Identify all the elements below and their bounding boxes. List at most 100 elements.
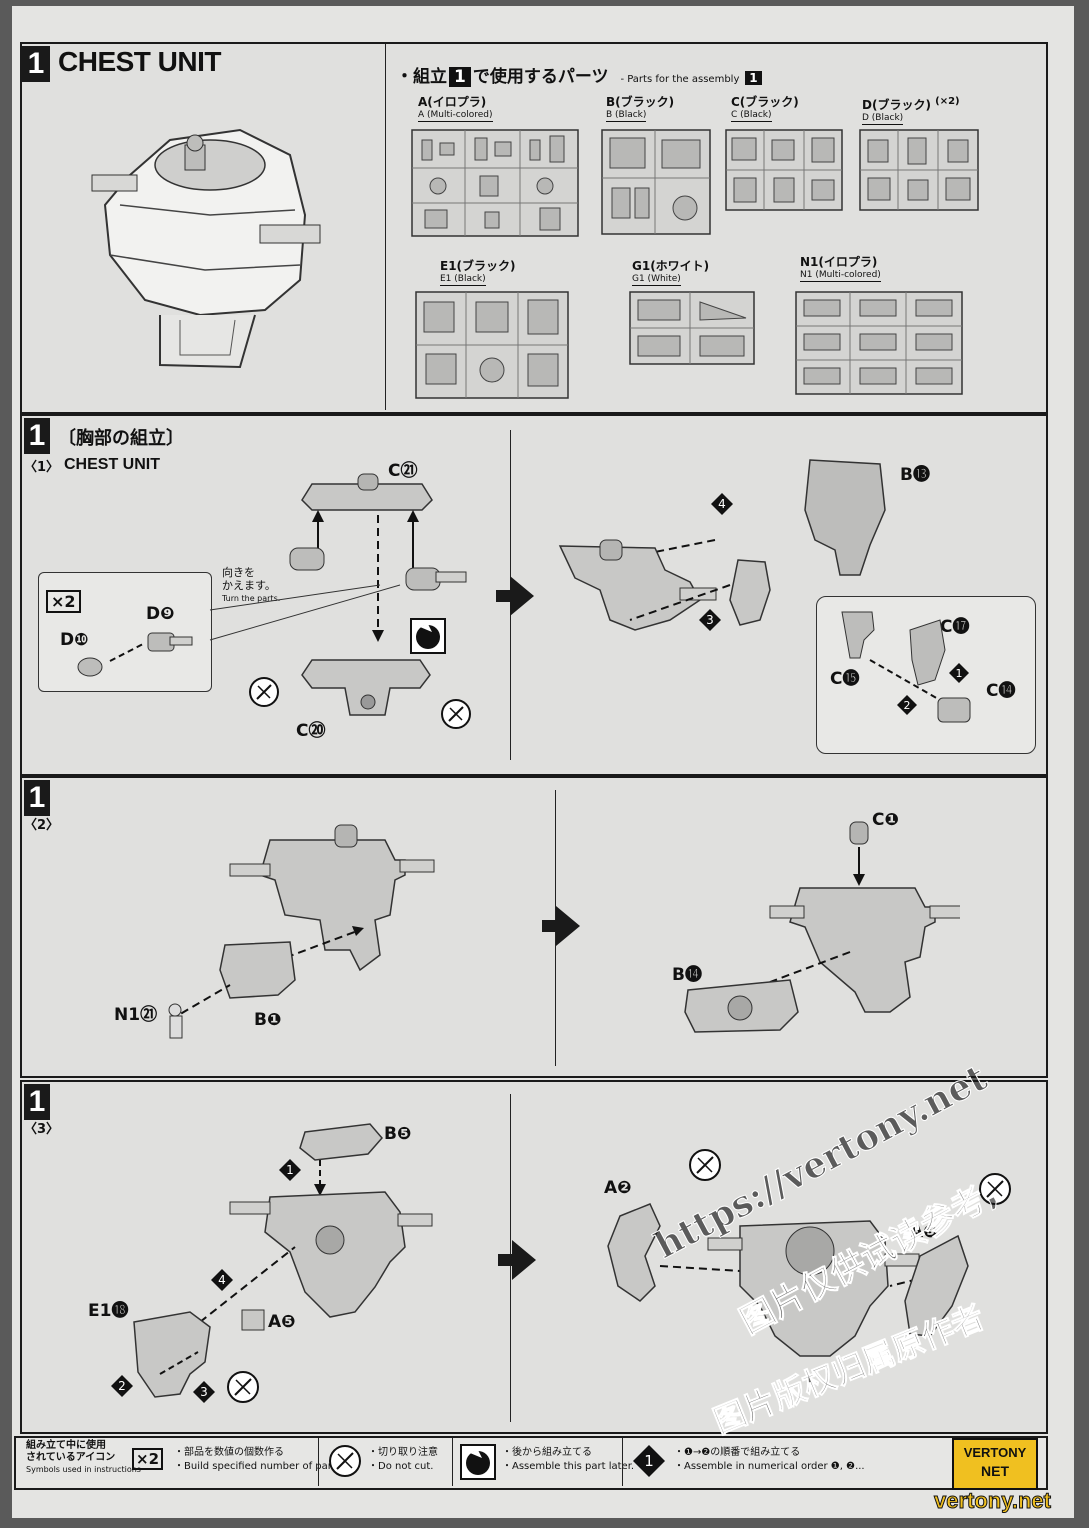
label-c1: C❶ xyxy=(872,810,899,830)
label-b13: B⓭ xyxy=(900,465,930,485)
step-1-assembly-left xyxy=(209,473,467,716)
legend-title: 組み立て中に使用 されているアイコン Symbols used in instr… xyxy=(26,1440,141,1474)
vertony-site-text: vertony.net xyxy=(934,1488,1052,1514)
top-divider xyxy=(385,44,386,410)
section-number: 1 xyxy=(22,46,50,82)
x2-icon: ×2 xyxy=(132,1448,164,1470)
order-marker: 3 xyxy=(699,609,721,631)
legend-later-text: ・後から組み立てる・Assemble this part later. xyxy=(502,1447,635,1472)
order-marker: 1 xyxy=(279,1159,301,1181)
chest-unit-illustration xyxy=(91,128,321,369)
icon-legend xyxy=(14,1436,1048,1490)
parts-header-en: - Parts for the assembly xyxy=(620,74,740,85)
label-n1: N1㉑ xyxy=(114,1005,158,1025)
order-icon: 1 xyxy=(633,1445,665,1477)
sprue-d-runner xyxy=(859,129,979,211)
order-marker: 1 xyxy=(949,663,969,683)
step-3-sub: 〈3〉 xyxy=(24,1122,60,1137)
turn-parts-note: 向きをかえます。 Turn the parts. xyxy=(222,566,281,603)
legend-sep xyxy=(452,1438,453,1486)
order-marker: 4 xyxy=(711,493,733,515)
sprue-b-label: B(ブラック)B (Black) xyxy=(606,95,675,122)
sprue-g1-runner xyxy=(629,291,755,365)
label-e1: E1⓲ xyxy=(88,1301,129,1321)
label-b1: B❶ xyxy=(254,1010,282,1030)
parts-header-number: 1 xyxy=(449,67,471,87)
label-c14: C⓮ xyxy=(986,681,1016,701)
svg-text:3: 3 xyxy=(706,613,714,627)
sprue-n1-runner xyxy=(795,291,963,395)
step-1-inset-box xyxy=(38,572,212,692)
svg-text:3: 3 xyxy=(200,1385,208,1399)
later-icon xyxy=(410,618,446,654)
sprue-g1-label: G1(ホワイト)G1 (White) xyxy=(632,259,710,286)
no-cut-icon xyxy=(249,677,279,707)
no-cut-icon xyxy=(329,1445,361,1477)
sprue-a-runner xyxy=(411,129,579,237)
svg-text:1: 1 xyxy=(644,1452,654,1470)
legend-sep xyxy=(622,1438,623,1486)
step-1-jp-title: 〔胸部の組立〕 xyxy=(58,428,184,449)
step-1-en-title: CHEST UNIT xyxy=(64,456,160,473)
label-a2: A❷ xyxy=(604,1178,632,1198)
label-c15: C⓯ xyxy=(830,669,860,689)
sprue-d-label: D(ブラック) (×2)D (Black) xyxy=(862,96,960,125)
sprue-b-runner xyxy=(601,129,711,235)
sprue-c-label: C(ブラック)C (Black) xyxy=(731,95,799,122)
step-2-assembly-left xyxy=(168,824,435,1039)
sprue-e1-label: E1(ブラック)E1 (Black) xyxy=(440,259,516,286)
svg-text:1: 1 xyxy=(286,1163,294,1177)
order-marker: 2 xyxy=(897,695,917,715)
label-b14: B⓮ xyxy=(672,965,702,985)
c-parts-drawing xyxy=(841,611,971,723)
step-2-number: 1 xyxy=(24,780,50,816)
svg-text:4: 4 xyxy=(718,497,726,511)
step-3-assembly-right xyxy=(607,1203,969,1357)
parts-header-jp: で使用するパーツ xyxy=(472,67,609,87)
svg-text:4: 4 xyxy=(218,1273,226,1287)
label-c21: C㉑ xyxy=(388,461,418,481)
step-1-number: 1 xyxy=(24,418,50,454)
step-2-assembly-right xyxy=(684,821,960,1033)
section-title: CHEST UNIT xyxy=(58,46,222,77)
step-3-assembly-left xyxy=(133,1123,433,1398)
no-cut-icon xyxy=(441,699,471,729)
vertony-badge: VERTONY NET xyxy=(952,1438,1038,1490)
legend-order-text: ・❶→❷の順番で組み立てる・Assemble in numerical orde… xyxy=(674,1447,865,1472)
legend-no-cut-text: ・切り取り注意・Do not cut. xyxy=(368,1447,438,1472)
order-marker: 2 xyxy=(111,1375,133,1397)
step-3-number: 1 xyxy=(24,1084,50,1120)
label-b5: B❺ xyxy=(384,1124,412,1144)
d-parts-drawing xyxy=(77,632,193,677)
svg-text:1: 1 xyxy=(956,667,963,680)
sprue-a-label: A(イロプラ)A (Multi-colored) xyxy=(418,95,493,122)
no-cut-icon xyxy=(689,1149,721,1181)
no-cut-icon xyxy=(227,1371,259,1403)
label-d10: D❿ xyxy=(60,630,89,650)
step-1-assembly-right xyxy=(558,459,886,631)
step-arrow xyxy=(496,576,534,616)
step-2-sub: 〈2〉 xyxy=(24,818,60,833)
svg-text:2: 2 xyxy=(904,699,911,712)
later-icon xyxy=(460,1444,496,1480)
label-a5: A❺ xyxy=(268,1312,296,1332)
legend-sep xyxy=(318,1438,319,1486)
label-c20: C⑳ xyxy=(296,721,326,741)
legend-x2-text: ・部品を数値の個数作る・Build specified number of pa… xyxy=(174,1447,345,1472)
x2-badge: ×2 xyxy=(46,590,81,613)
parts-header-bullet: ・組立 xyxy=(396,67,447,87)
svg-text:2: 2 xyxy=(118,1379,126,1393)
sprue-n1-label: N1(イロプラ)N1 (Multi-colored) xyxy=(800,255,881,282)
order-marker: 3 xyxy=(193,1381,215,1403)
parts-header-en-number: 1 xyxy=(745,71,762,85)
step-arrow xyxy=(498,1240,536,1280)
sprue-c-runner xyxy=(725,129,843,211)
label-a3: A❸ xyxy=(910,1222,938,1242)
step-1-sub: 〈1〉 xyxy=(24,460,60,475)
no-cut-icon xyxy=(979,1173,1011,1205)
sprue-e1-runner xyxy=(415,291,569,399)
label-c17: C⓱ xyxy=(940,617,970,637)
step-arrow xyxy=(542,906,580,946)
order-marker: 4 xyxy=(211,1269,233,1291)
